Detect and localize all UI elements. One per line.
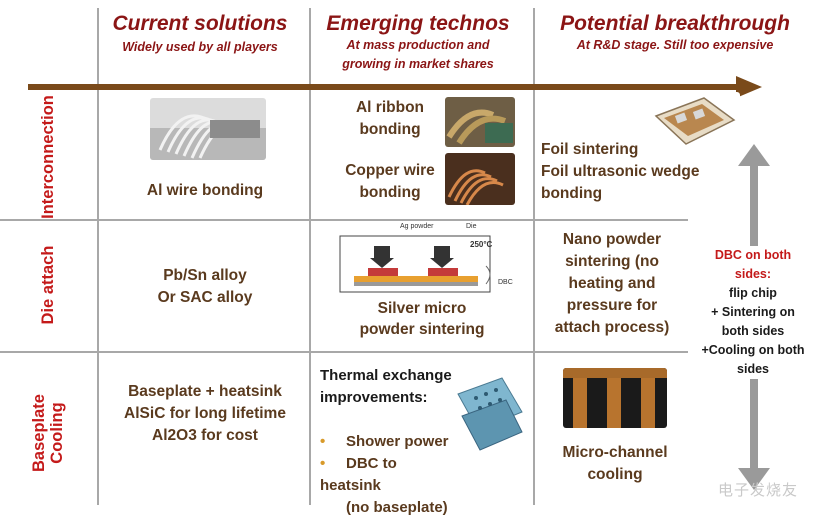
column-title-current: Current solutions	[112, 12, 288, 35]
nano-powder-line2: sintering (no	[565, 253, 659, 270]
side-note-line2: + Sintering on	[711, 305, 795, 319]
al2o3-cost-text: Al2O3 for cost	[152, 427, 258, 444]
micro-channel-line1: Micro-channel	[562, 444, 668, 461]
diagram-temperature-label: 250°C	[470, 240, 493, 249]
grid-line-col3	[533, 8, 535, 505]
foil-sintering-module-image	[650, 92, 740, 156]
silver-micro-powder-line1: Silver micro	[377, 300, 467, 317]
al-wire-bonding-image	[150, 98, 266, 160]
nano-powder-line5: attach process)	[554, 319, 670, 336]
diagram-die-label: Die	[466, 223, 477, 230]
bullet-no-baseplate: (no baseplate)	[346, 499, 448, 516]
watermark: 电子发烧友	[717, 482, 798, 499]
copper-wire-bonding-image	[445, 153, 515, 205]
column-subtitle-emerging-2: growing in market shares	[342, 57, 494, 71]
side-note-line4: +Cooling on both	[701, 343, 805, 357]
timeline-arrow	[28, 76, 762, 98]
foil-sintering-line3: bonding	[541, 185, 603, 202]
thermal-exchange-heading-line2: improvements:	[320, 389, 428, 406]
silver-sintering-diagram	[336, 226, 514, 296]
alsic-lifetime-text: AlSiC for long lifetime	[124, 405, 286, 422]
grid-line-col2	[309, 8, 311, 505]
column-subtitle-emerging-1: At mass production and	[346, 38, 490, 52]
pb-sn-alloy-text: Pb/Sn alloy	[163, 267, 247, 284]
side-note-heading-line2: sides:	[734, 267, 772, 281]
nano-powder-line3: heating and	[568, 275, 656, 292]
al-ribbon-bonding-line2: bonding	[359, 121, 421, 138]
copper-wire-bonding-line1: Copper wire	[345, 162, 435, 179]
bullet-shower-power: •Shower power	[320, 433, 449, 450]
micro-channel-image	[563, 368, 667, 428]
row-label-cooling: Cooling	[48, 402, 66, 464]
baseplate-heatsink-text: Baseplate + heatsink	[128, 383, 282, 400]
row-label-baseplate-cooling: Baseplate Cooling	[30, 353, 70, 513]
al-ribbon-bonding-image	[445, 97, 515, 147]
row-label-die-attach: Die attach	[39, 245, 57, 325]
column-title-breakthrough: Potential breakthrough	[560, 12, 790, 35]
silver-micro-powder-line2: powder sintering	[359, 321, 485, 338]
grid-line-row1	[0, 219, 688, 221]
bullet-dbc-heatsink: •DBC to heatsink	[320, 455, 397, 494]
side-note: DBC on both sides: flip chip + Sintering…	[694, 246, 812, 379]
side-note-line5: sides	[737, 362, 769, 376]
al-ribbon-bonding-line1: Al ribbon	[355, 99, 425, 116]
foil-sintering-line1: Foil sintering	[541, 141, 639, 158]
micro-channel-line2: cooling	[587, 466, 643, 483]
diagram-dbc-label: DBC	[498, 279, 513, 286]
side-note-line3: both sides	[721, 324, 785, 338]
nano-powder-line1: Nano powder	[562, 231, 662, 248]
column-title-emerging: Emerging technos	[326, 12, 510, 35]
foil-sintering-line2: Foil ultrasonic wedge	[541, 163, 700, 180]
thermal-exchange-heading-line1: Thermal exchange	[320, 367, 452, 384]
thermal-bullet-list: •Shower power •DBC to heatsink (no basep…	[320, 431, 460, 519]
shower-power-image	[452, 372, 526, 454]
side-note-line1: flip chip	[729, 286, 777, 300]
sac-alloy-text: Or SAC alloy	[157, 289, 253, 306]
side-note-heading-line1: DBC on both	[714, 248, 792, 262]
copper-wire-bonding-line2: bonding	[359, 184, 421, 201]
column-subtitle-current: Widely used by all players	[122, 40, 278, 54]
grid-line-row2	[0, 351, 688, 353]
column-subtitle-breakthrough: At R&D stage. Still too expensive	[576, 38, 774, 52]
row-label-baseplate: Baseplate	[30, 394, 48, 472]
al-wire-bonding-text: Al wire bonding	[146, 182, 264, 199]
grid-line-left	[97, 8, 99, 505]
nano-powder-line4: pressure for	[566, 297, 658, 314]
diagram-ag-powder-label: Ag powder	[400, 223, 434, 230]
